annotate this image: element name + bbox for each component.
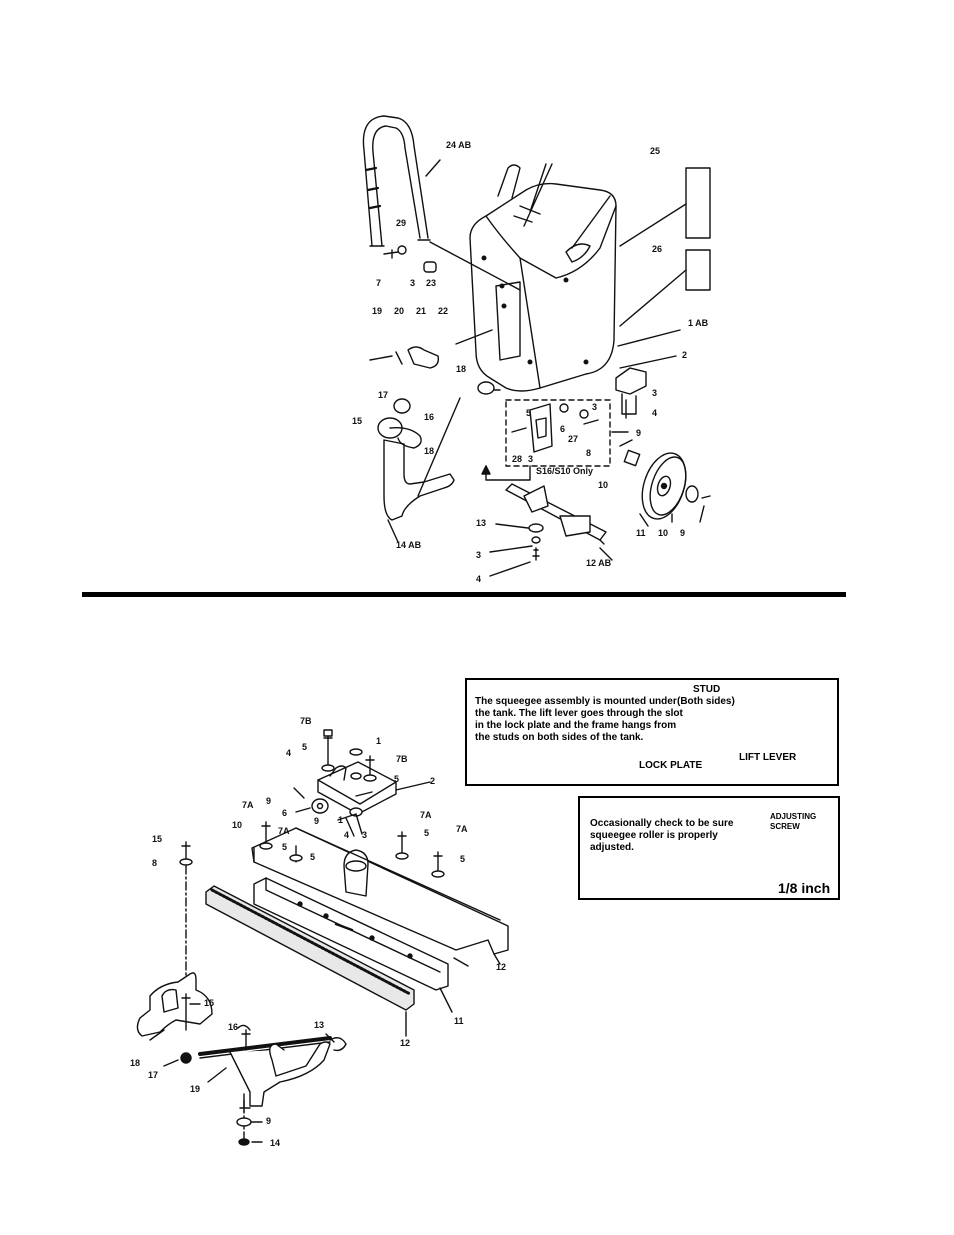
- top-part-callout: 9: [680, 528, 685, 538]
- bottom-part-callout: 2: [430, 776, 435, 786]
- top-part-callout: 20: [394, 306, 404, 316]
- top-part-callout: 4: [476, 574, 481, 584]
- top-part-callout: 10: [598, 480, 608, 490]
- top-part-callout: 23: [426, 278, 436, 288]
- top-part-callout: 27: [568, 434, 578, 444]
- bottom-part-callout: 15: [204, 998, 214, 1008]
- bottom-part-callout: 8: [152, 858, 157, 868]
- top-part-callout: 29: [396, 218, 406, 228]
- label-decal-25: [685, 167, 711, 239]
- lift-lever-label: LIFT LEVER: [739, 752, 797, 763]
- bottom-part-callout: 5: [302, 742, 307, 752]
- top-part-callout: S16/S10 Only: [536, 466, 593, 476]
- top-part-callout: 13: [476, 518, 486, 528]
- top-part-callout: 16: [424, 412, 434, 422]
- bottom-part-callout: 1: [376, 736, 381, 746]
- tank-part-1ab: [469, 164, 617, 392]
- top-part-callout: 4: [652, 408, 657, 418]
- bottom-part-callout: 7A: [420, 810, 432, 820]
- top-part-callout: 24 AB: [446, 140, 472, 150]
- bottom-part-callout: 3: [362, 830, 367, 840]
- bottom-part-callout: 9: [266, 796, 271, 806]
- roller-adjust-note-text: Occasionally check to be sure squeegee r…: [590, 818, 734, 853]
- measurement-label: 1/8 inch: [778, 880, 831, 896]
- top-part-callout: 1 AB: [688, 318, 709, 328]
- bottom-part-callout: 6: [282, 808, 287, 818]
- lock-plate-label: LOCK PLATE: [639, 760, 703, 771]
- section-divider: [82, 592, 846, 597]
- roller-adjust-note-box: Occasionally check to be sure squeegee r…: [578, 796, 840, 900]
- top-part-callout: 18: [456, 364, 466, 374]
- top-part-callout: 9: [636, 428, 641, 438]
- top-part-callout: 8: [586, 448, 591, 458]
- wheel-part-11: [641, 452, 687, 520]
- bottom-part-callout: 12: [496, 962, 506, 972]
- bottom-part-callout: 9: [266, 1116, 271, 1126]
- hose-part-14ab: [377, 381, 495, 521]
- top-part-callout: 6: [560, 424, 565, 434]
- bottom-part-callout: 18: [130, 1058, 140, 1068]
- lift-lever-note-box: The squeegee assembly is mounted under t…: [465, 678, 839, 786]
- bottom-part-callout: 5: [310, 852, 315, 862]
- squeegee-holder-part-11: [253, 877, 449, 991]
- stud-label: STUD: [693, 684, 721, 695]
- bottom-part-callout: 5: [282, 842, 287, 852]
- bottom-part-callout: 16: [228, 1022, 238, 1032]
- bottom-part-callout: 7B: [300, 716, 312, 726]
- top-part-callout: 11: [636, 528, 646, 538]
- bottom-part-callout: 7A: [278, 826, 290, 836]
- top-part-callout: 3: [592, 402, 597, 412]
- bottom-part-callout: 17: [148, 1070, 158, 1080]
- bottom-part-callout: 4: [286, 748, 291, 758]
- bottom-part-callout: 19: [190, 1084, 200, 1094]
- top-part-callout: 10: [658, 528, 668, 538]
- adjusting-screw-label: ADJUSTING SCREW: [770, 812, 817, 831]
- handle-part-24ab: [362, 115, 431, 247]
- top-part-callout: 14 AB: [396, 540, 422, 550]
- top-part-callout: 18: [424, 446, 434, 456]
- bottom-part-callout: 7A: [242, 800, 254, 810]
- top-part-callout: 5: [526, 408, 531, 418]
- squeegee-blade-part-12: [205, 885, 415, 1011]
- top-part-callout: 19: [372, 306, 382, 316]
- bottom-part-callout: 10: [232, 820, 242, 830]
- bottom-part-callout: 13: [314, 1020, 324, 1030]
- bottom-part-callout: 12: [400, 1038, 410, 1048]
- top-part-callout: 3: [410, 278, 415, 288]
- lift-frame-part-18: [136, 972, 347, 1113]
- label-decal-26: [685, 249, 711, 291]
- top-part-callout: 2: [682, 350, 687, 360]
- bottom-part-callout: 5: [424, 828, 429, 838]
- squeegee-frame-part-10: [251, 827, 509, 955]
- bottom-part-callout: 5: [460, 854, 465, 864]
- top-part-callout: 3: [528, 454, 533, 464]
- top-part-callout: 3: [476, 550, 481, 560]
- top-part-callout: 15: [352, 416, 362, 426]
- top-part-callout: 7: [376, 278, 381, 288]
- bottom-part-callout: 1: [338, 815, 343, 825]
- top-part-callout: 17: [378, 390, 388, 400]
- bottom-part-callout: 4: [344, 830, 349, 840]
- caster-part-2: [615, 367, 647, 419]
- stud-sublabel: (Both sides): [677, 696, 735, 707]
- top-part-callout: 21: [416, 306, 426, 316]
- bottom-part-callout: 7A: [456, 824, 468, 834]
- bottom-part-callout: 5: [394, 774, 399, 784]
- top-part-callout: 26: [652, 244, 662, 254]
- bottom-part-callout: 9: [314, 816, 319, 826]
- top-part-callout: 25: [650, 146, 660, 156]
- bottom-part-callout: 11: [454, 1016, 464, 1026]
- top-part-callout: 28: [512, 454, 522, 464]
- top-part-callout: 12 AB: [586, 558, 612, 568]
- bottom-part-callout: 7B: [396, 754, 408, 764]
- axle-frame-part-12ab: [505, 483, 607, 545]
- top-part-callout: 22: [438, 306, 448, 316]
- bottom-part-callout: 15: [152, 834, 162, 844]
- lift-lever-note-text: The squeegee assembly is mounted under t…: [475, 696, 683, 743]
- top-part-callout: 3: [652, 388, 657, 398]
- bottom-part-callout: 14: [270, 1138, 280, 1148]
